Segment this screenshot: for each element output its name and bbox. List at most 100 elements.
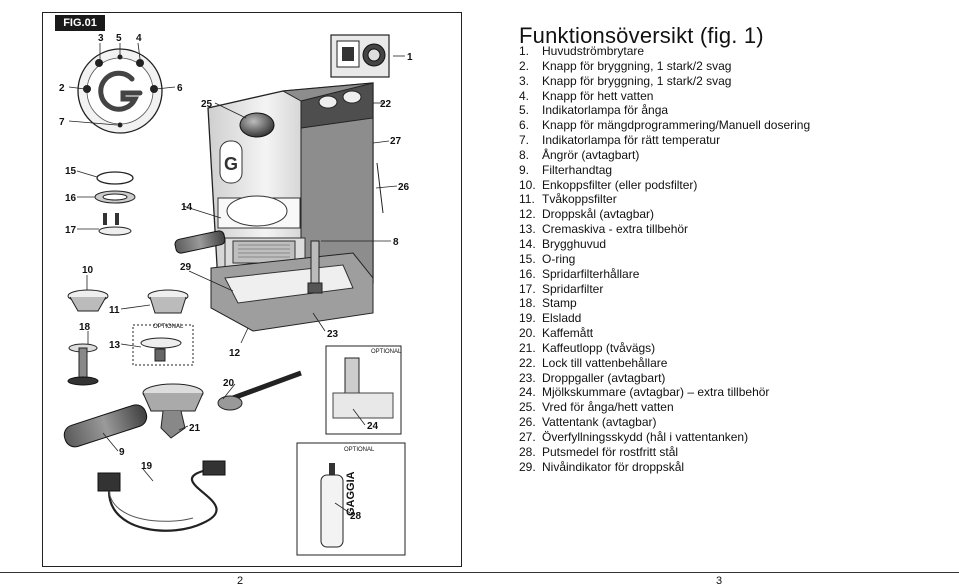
- callout-17: 17: [65, 225, 77, 236]
- legend-text: Lock till vattenbehållare: [542, 355, 668, 370]
- legend-number: 25.: [519, 400, 536, 415]
- legend-text: Knapp för mängdprogrammering/Manuell dos…: [542, 118, 811, 133]
- power-cord: [97, 460, 226, 532]
- legend-number: 28.: [519, 444, 536, 459]
- legend-item: 21.Kaffeutlopp (tvåvägs): [519, 341, 810, 356]
- shower-parts: [94, 171, 136, 236]
- page-title: Funktionsöversikt (fig. 1): [519, 22, 764, 48]
- scoop: [217, 370, 302, 411]
- legend-number: 6.: [519, 118, 530, 133]
- legend-item: 20.Kaffemått: [519, 326, 810, 341]
- legend-number: 14.: [519, 236, 536, 251]
- control-panel: [77, 48, 163, 134]
- power-switch-box: [330, 34, 390, 78]
- legend-item: 22.Lock till vattenbehållare: [519, 356, 810, 371]
- cleaner-box: GAGGIA: [296, 442, 406, 556]
- callout-2: 2: [59, 83, 65, 94]
- callout-8: 8: [393, 237, 399, 248]
- legend-number: 29.: [519, 459, 536, 474]
- legend-item: 2.Knapp för bryggning, 1 stark/2 svag: [519, 59, 810, 74]
- legend-number: 12.: [519, 207, 536, 222]
- legend-number: 3.: [519, 73, 530, 88]
- legend-number: 11.: [519, 192, 535, 207]
- callout-13: 13: [109, 340, 121, 351]
- legend-item: 17.Spridarfilter: [519, 282, 810, 297]
- legend-text: Vred för ånga/hett vatten: [542, 400, 674, 415]
- legend-number: 4.: [519, 88, 530, 103]
- page-footer: 2 3: [0, 572, 959, 588]
- legend-text: Filterhandtag: [542, 162, 613, 177]
- legend-text: Tvåkoppsfilter: [542, 192, 617, 207]
- legend-number: 27.: [519, 429, 536, 444]
- legend-item: 24.Mjölkskummare (avtagbar) – extra till…: [519, 385, 810, 400]
- tamper: [67, 343, 99, 386]
- legend-text: O-ring: [542, 251, 576, 266]
- callout-29: 29: [180, 262, 192, 273]
- legend-number: 13.: [519, 222, 536, 237]
- leader-lines: [68, 42, 405, 514]
- espresso-machine: G: [174, 82, 384, 332]
- legend-number: 21.: [519, 340, 536, 355]
- bottle-brand: GAGGIA: [345, 471, 357, 516]
- legend-item: 13. Cremaskiva - extra tillbehör: [519, 222, 810, 237]
- legend-item: 9.Filterhandtag: [519, 163, 810, 178]
- legend-text: Stamp: [542, 296, 577, 311]
- legend-item: 5. Indikatorlampa för ånga: [519, 103, 810, 118]
- legend-text: Ångrör (avtagbart): [542, 147, 640, 162]
- legend-number: 8.: [519, 147, 530, 162]
- callout-21: 21: [189, 423, 201, 434]
- page-number-left: 2: [237, 575, 244, 587]
- callout-12: 12: [229, 348, 241, 359]
- legend-item: 19. Elsladd: [519, 311, 810, 326]
- callout-labels: 3 5 4 2 6 7 1 25 22 27 26 8 14 15 16 17 …: [59, 33, 413, 522]
- callout-11: 11: [109, 305, 120, 316]
- legend-item: 16. Spridarfilterhållare: [519, 267, 810, 282]
- legend-text: Nivåindikator för droppskål: [542, 459, 685, 474]
- legend-item: 28.Putsmedel för rostfritt stål: [519, 445, 810, 460]
- page-number-right: 3: [716, 575, 723, 587]
- legend-number: 2.: [519, 58, 530, 73]
- legend-number: 5.: [519, 103, 530, 118]
- legend-item: 4. Knapp för hett vatten: [519, 89, 810, 104]
- callout-5: 5: [116, 33, 122, 44]
- legend-item: 23.Droppgaller (avtagbart): [519, 371, 810, 386]
- callout-28: 28: [350, 511, 362, 522]
- legend-item: 29. Nivåindikator för droppskål: [519, 460, 810, 475]
- callout-3: 3: [98, 33, 104, 44]
- legend-text: Spridarfilterhållare: [542, 266, 640, 281]
- optional-label-frother: OPTIONAL: [371, 349, 402, 355]
- legend-item: 15. O-ring: [519, 252, 810, 267]
- callout-25: 25: [201, 99, 213, 110]
- callout-23: 23: [327, 329, 339, 340]
- legend-item: 12. Droppskål (avtagbar): [519, 207, 810, 222]
- callout-9: 9: [119, 447, 125, 458]
- legend-number: 26.: [519, 415, 536, 430]
- legend-text: Huvudströmbrytare: [542, 44, 645, 58]
- legend-text: Kaffemått: [542, 326, 594, 341]
- legend-item: 25. Vred för ånga/hett vatten: [519, 400, 810, 415]
- optional-label-crema: OPTIONAL: [153, 324, 184, 330]
- legend-number: 17.: [519, 281, 536, 296]
- legend-item: 27.Överfyllningsskydd (hål i vattentanke…: [519, 430, 810, 445]
- legend-text: Indikatorlampa för rätt temperatur: [542, 133, 721, 148]
- callout-16: 16: [65, 193, 77, 204]
- callout-14: 14: [181, 202, 193, 213]
- callout-7: 7: [59, 117, 65, 128]
- portafilter: [63, 383, 204, 448]
- legend-text: Cremaskiva - extra tillbehör: [542, 222, 689, 237]
- legend-item: 26.Vattentank (avtagbar): [519, 415, 810, 430]
- callout-20: 20: [223, 378, 235, 389]
- legend-text: Indikatorlampa för ånga: [542, 103, 669, 118]
- legend-item: 3. Knapp för bryggning, 1 stark/2 svag: [519, 74, 810, 89]
- legend-text: Droppgaller (avtagbart): [542, 370, 666, 385]
- legend-number: 15.: [519, 251, 536, 266]
- legend-number: 16.: [519, 266, 536, 281]
- legend-text: Knapp för hett vatten: [542, 88, 654, 103]
- legend-text: Elsladd: [542, 311, 582, 326]
- legend-text: Knapp för bryggning, 1 stark/2 svag: [542, 73, 732, 88]
- legend-item: 11. Tvåkoppsfilter: [519, 192, 810, 207]
- legend-text: Enkoppsfilter (eller podsfilter): [542, 177, 698, 192]
- legend-number: 19.: [519, 311, 536, 326]
- legend-text: Droppskål (avtagbar): [542, 207, 655, 222]
